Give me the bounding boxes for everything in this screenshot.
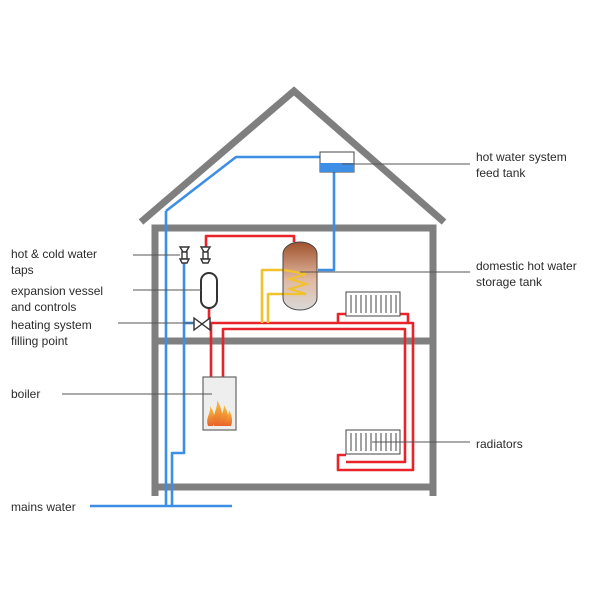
- taps: [178, 246, 212, 264]
- label-taps: hot & cold water taps: [11, 247, 98, 277]
- rising-main-to-tank-pipe: [165, 155, 322, 213]
- tap-hot-feed-pipe: [204, 234, 296, 252]
- house-walls: [151, 224, 437, 496]
- upper-radiator-return: [400, 312, 410, 323]
- label-storage-tank: domestic hot water storage tank: [476, 259, 577, 289]
- leader-lines: [62, 163, 470, 443]
- house-structure: [138, 86, 447, 496]
- label-mains-water: mains water: [11, 500, 76, 514]
- feed-tank: [319, 151, 355, 173]
- label-filling-point: heating system filling point: [11, 318, 92, 348]
- label-expansion-vessel: expansion vessel and controls: [11, 284, 104, 314]
- flame-icon: [207, 400, 233, 426]
- mains-branch-pipe: [170, 252, 186, 506]
- storage-cylinder: [282, 241, 318, 311]
- boiler-flow-pipe: [209, 321, 415, 472]
- cold-water-pipes: [90, 155, 336, 508]
- filling-valve-icon: [193, 316, 211, 332]
- feed-tank-water: [320, 163, 354, 172]
- coil-pipes: [260, 268, 284, 323]
- house-roof: [138, 86, 447, 225]
- upper-radiator-flow: [336, 312, 346, 323]
- radiator-upper: [345, 291, 401, 317]
- coil-pipe-inner: [266, 292, 284, 323]
- hot-tap-icon: [199, 246, 212, 264]
- boiler-return-pipe: [221, 327, 407, 464]
- boiler: [202, 376, 237, 431]
- expansion-vessel: [200, 272, 218, 309]
- label-boiler: boiler: [11, 387, 41, 401]
- storage-coil: [283, 268, 310, 296]
- label-radiators: radiators: [476, 437, 523, 451]
- label-feed-tank: hot water system feed tank: [476, 150, 567, 180]
- cold-tap-icon: [178, 246, 191, 264]
- coil-pipe-outer: [260, 268, 284, 323]
- heating-pipes: [204, 234, 415, 472]
- feed-tank-down-pipe: [318, 171, 336, 272]
